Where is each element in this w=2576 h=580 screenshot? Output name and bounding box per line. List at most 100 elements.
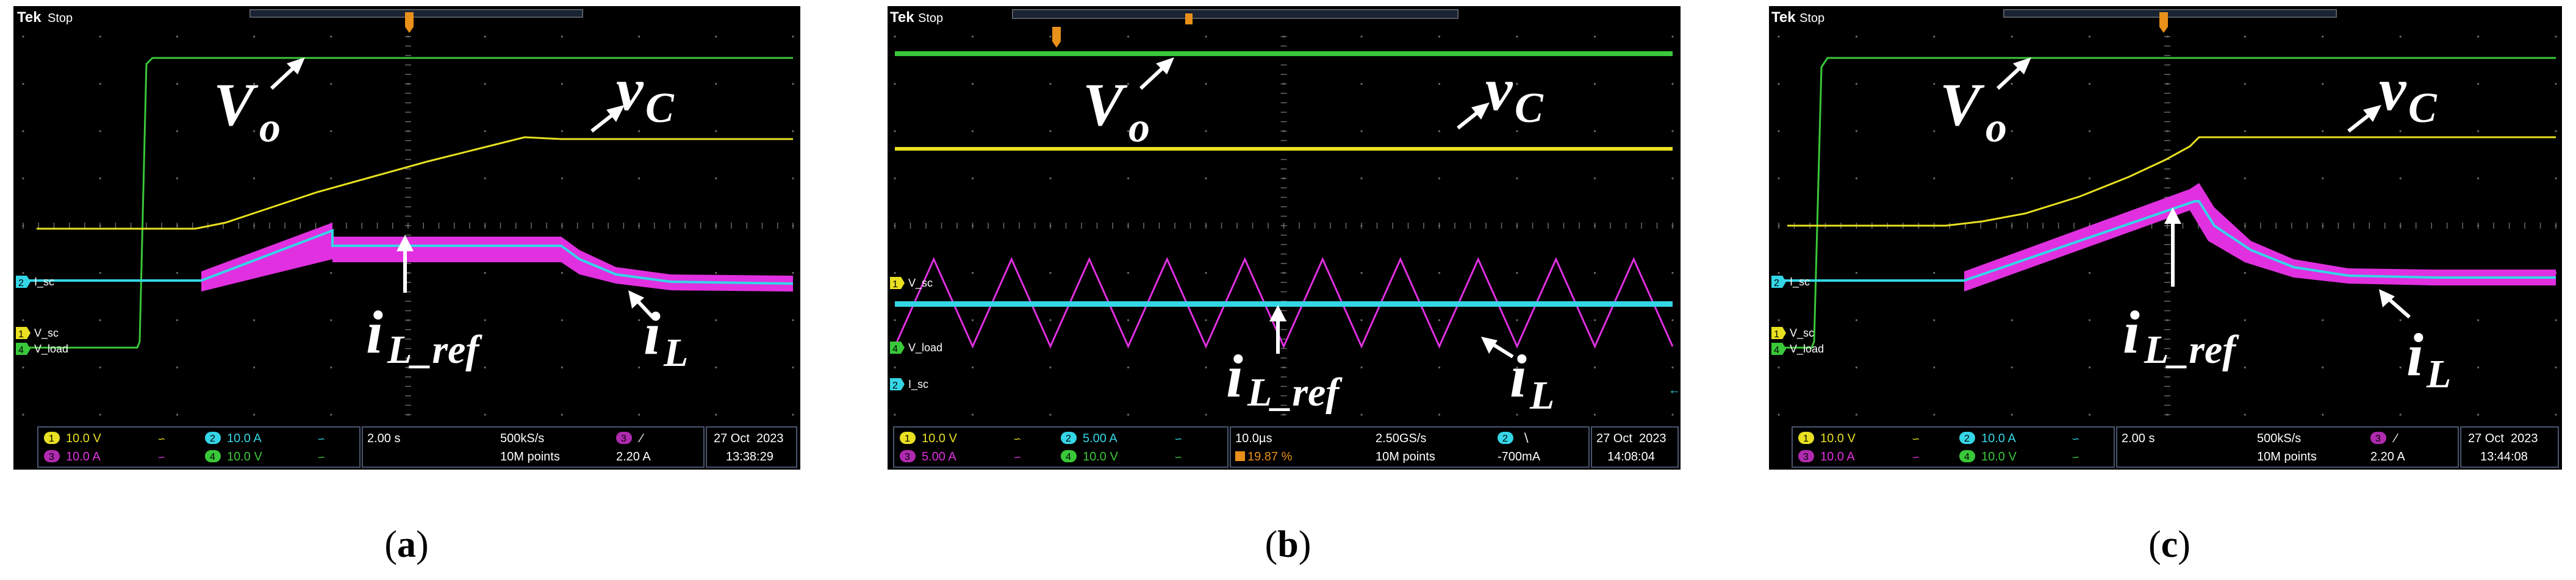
ch1-scale: 10.0 V (922, 432, 957, 445)
date: 27 Oct 2023 (1596, 432, 1667, 445)
svg-text:∽: ∽ (1174, 434, 1182, 445)
graticule (22, 35, 794, 416)
ch4-scale: 10.0 V (1981, 450, 2017, 464)
marker-ch4: 4 V_load (890, 342, 942, 354)
annot-iref: i (1226, 342, 1243, 410)
annot-vc-sub: C (645, 85, 675, 132)
annot-vc-sub: C (2408, 85, 2438, 132)
svg-text:1: 1 (49, 434, 54, 444)
svg-text:3: 3 (49, 452, 54, 462)
annot-vo-sub: o (1128, 104, 1150, 151)
annot-il: i (2406, 321, 2424, 388)
svg-text:∽: ∽ (1174, 453, 1182, 463)
annot-iref-sub: L_ref (2144, 328, 2239, 372)
label-i-sc: I_sc (908, 378, 928, 391)
label-v-load: V_load (908, 342, 942, 354)
status-bar: 1 10.0 V ∽ 2 10.0 A ∽ 3 10.0 A ∽ 4 10.0 … (37, 426, 797, 468)
record-length: 10M points (500, 450, 560, 464)
trigger-slope-icon: ∕ (2392, 432, 2398, 445)
label-v-load: V_load (1790, 343, 1824, 356)
annot-iref-sub: L_ref (1247, 370, 1343, 415)
marker-ch2: 2 I_sc (16, 276, 54, 288)
marker-ch1: 1 V_sc (890, 277, 933, 290)
record-length: 10M points (1376, 450, 1435, 464)
panel-a: Tek Stop 2 I_sc 1 V_sc 4 V_load (0, 0, 813, 580)
ch1-scale: 10.0 V (66, 432, 101, 445)
record-view-window (2004, 10, 2336, 17)
caption-a: (a) (384, 524, 429, 565)
svg-text:2: 2 (892, 381, 898, 391)
annot-iref-sub: L_ref (387, 328, 483, 372)
brand-label: Tek (890, 9, 914, 26)
svg-text:∽: ∽ (317, 453, 325, 463)
svg-text:∽: ∽ (1912, 434, 1920, 445)
label-v-sc: V_sc (34, 327, 59, 340)
status-bar: 1 10.0 V ∽ 2 5.00 A ∽ 3 5.00 A ∽ 4 10.0 … (893, 426, 1679, 468)
panel-b: Tek Stop 1 V_sc 4 V_load 2 I_sc ← (881, 0, 1695, 580)
svg-text:4: 4 (1964, 452, 1970, 462)
ch2-scale: 10.0 A (1981, 432, 2016, 445)
label-v-load: V_load (34, 343, 68, 356)
timebase: 10.0µs (1235, 432, 1272, 445)
ch3-scale: 10.0 A (1820, 450, 1855, 464)
date: 27 Oct 2023 (714, 432, 784, 445)
svg-text:1: 1 (905, 434, 910, 444)
time: 13:38:29 (726, 450, 773, 464)
svg-text:∽: ∽ (1013, 453, 1021, 463)
trace-v-sc (1787, 136, 2556, 227)
caption-b: (b) (1265, 524, 1311, 565)
annot-vo-sub: o (259, 104, 281, 151)
svg-text:4: 4 (210, 452, 215, 462)
svg-text:∽: ∽ (2072, 453, 2079, 463)
timebase: 2.00 s (2122, 432, 2154, 445)
sample-rate: 2.50GS/s (1376, 432, 1426, 445)
annot-vc-sub: C (1515, 85, 1544, 132)
sample-rate: 500kS/s (2257, 432, 2301, 445)
caption-c: (c) (2148, 524, 2190, 565)
acq-state: Stop (1799, 12, 1824, 25)
annotation-arrows (1996, 57, 2411, 319)
trigger-level: 2.20 A (616, 450, 651, 464)
ch1-scale: 10.0 V (1820, 432, 1856, 445)
svg-text:∽: ∽ (1013, 434, 1021, 445)
trace-il-ref (895, 301, 1673, 307)
annot-il-sub: L (2426, 352, 2451, 396)
svg-text:∽: ∽ (157, 453, 165, 463)
annot-il: i (1510, 342, 1527, 410)
record-view-window (1013, 10, 1458, 18)
ch3-scale: 5.00 A (922, 450, 956, 464)
annot-iref: i (366, 298, 383, 366)
record-length: 10M points (2257, 450, 2317, 464)
svg-text:2: 2 (1502, 434, 1508, 444)
svg-text:2: 2 (1774, 278, 1779, 288)
svg-text:4: 4 (18, 345, 24, 356)
trace-il-ref (1779, 200, 2556, 282)
ch3-scale: 10.0 A (66, 450, 101, 464)
annot-vo: V (1940, 71, 1985, 138)
oscilloscope-screenshot-b: Tek Stop 1 V_sc 4 V_load 2 I_sc ← (888, 6, 1681, 470)
annotation-arrows (1139, 57, 1514, 359)
ch2-scale: 10.0 A (227, 432, 262, 445)
scope-screen (1769, 6, 2562, 470)
trigger-delay-icon (1235, 451, 1245, 461)
svg-text:3: 3 (2375, 434, 2381, 444)
annot-vc: v (1485, 55, 1513, 123)
acq-state: Stop (48, 12, 73, 25)
svg-text:2: 2 (1066, 434, 1071, 444)
trace-v-load (1779, 57, 2556, 349)
timebase: 2.00 s (367, 432, 400, 445)
oscilloscope-screenshot-a: Tek Stop 2 I_sc 1 V_sc 4 V_load (13, 6, 800, 470)
svg-text:∽: ∽ (317, 434, 325, 445)
annot-vo: V (1083, 71, 1128, 138)
svg-text:2: 2 (1964, 434, 1970, 444)
brand-label: Tek (1771, 9, 1796, 26)
svg-text:3: 3 (1803, 452, 1809, 462)
time: 14:08:04 (1607, 450, 1655, 464)
trigger-position-icon (1052, 13, 1193, 48)
record-view-window (250, 10, 583, 17)
svg-text:2: 2 (210, 434, 215, 444)
svg-text:∽: ∽ (1912, 453, 1920, 463)
svg-text:3: 3 (621, 434, 626, 444)
time: 13:44:08 (2480, 450, 2528, 464)
trigger-level: 2.20 A (2370, 450, 2405, 464)
